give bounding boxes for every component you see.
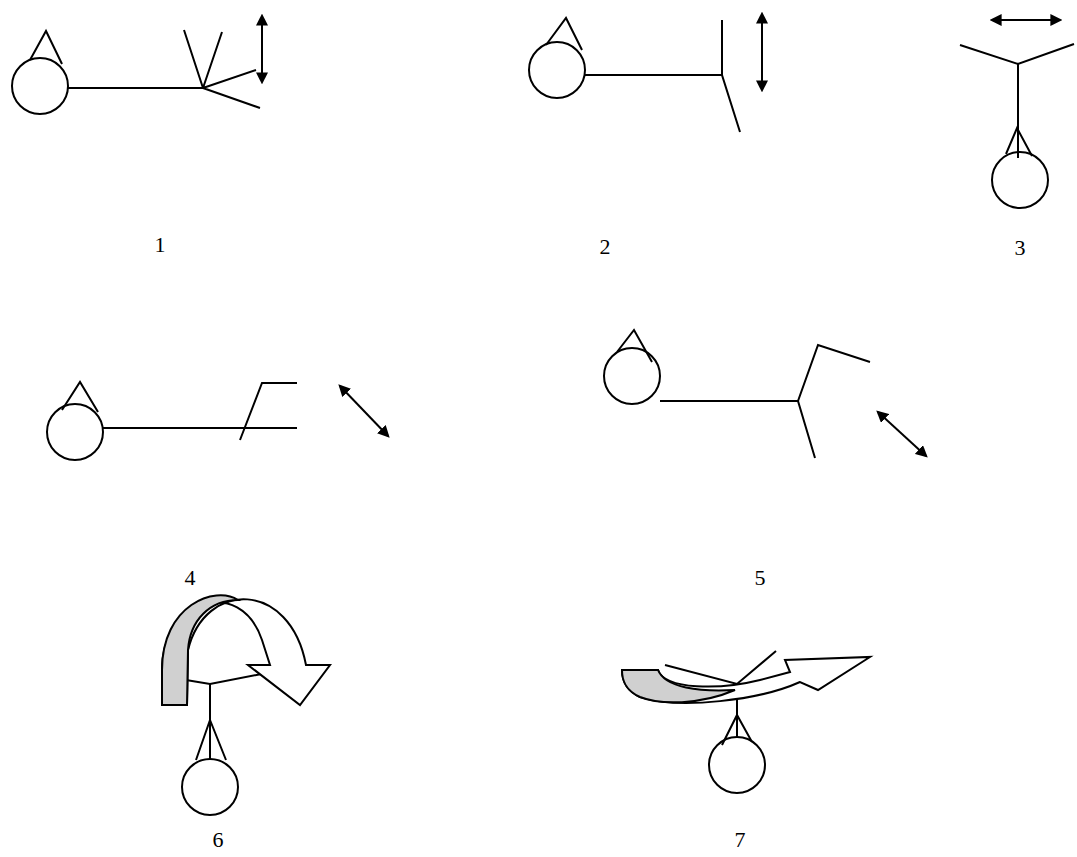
figure-1 [12, 16, 262, 114]
figure-number: 5 [755, 565, 766, 591]
figure-number: 2 [600, 234, 611, 260]
figure-2 [529, 14, 762, 132]
figure-number: 7 [735, 827, 746, 853]
figure-number: 6 [213, 827, 224, 853]
figure-number: 4 [185, 565, 196, 591]
figure-6 [162, 595, 330, 815]
figure-5 [604, 330, 926, 458]
figure-4 [47, 382, 388, 460]
figure-number: 3 [1015, 235, 1026, 261]
figure-3 [960, 20, 1074, 208]
figure-7 [622, 651, 870, 793]
figure-number: 1 [155, 232, 166, 258]
